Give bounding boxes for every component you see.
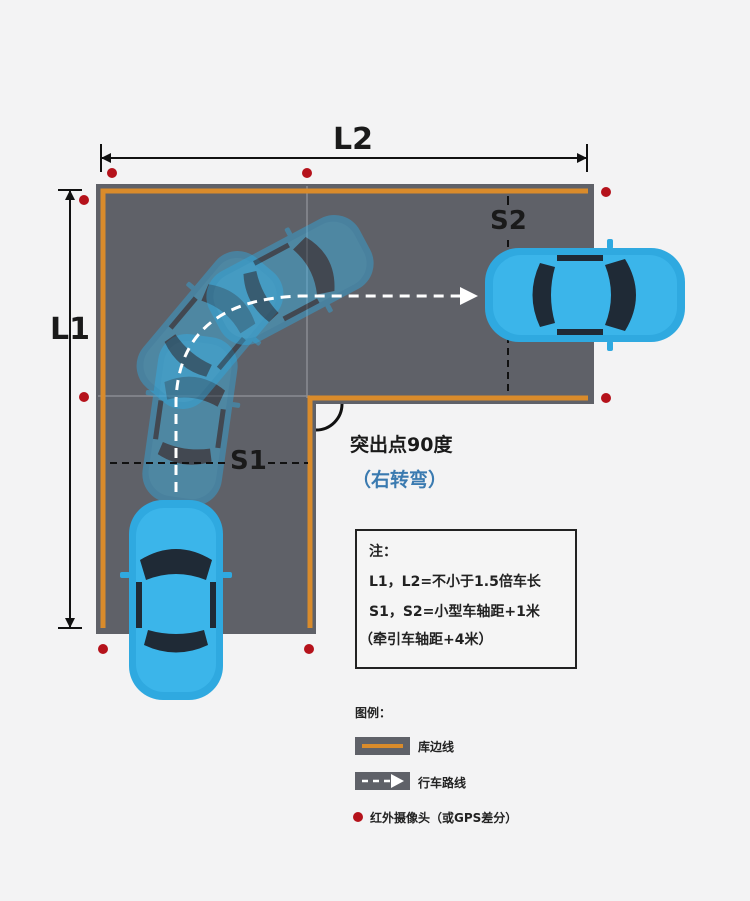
note-line: L1，L2=不小于1.5倍车长	[369, 574, 541, 590]
legend-title: 图例：	[355, 706, 392, 720]
camera-dot	[107, 168, 117, 178]
right-angle-arc	[315, 403, 344, 432]
legend-label: 红外摄像头（或GPS差分）	[370, 811, 518, 825]
driving-route	[174, 294, 460, 492]
car-start	[120, 500, 232, 700]
car-end	[485, 239, 685, 351]
corner-sublabel: （右转弯）	[352, 469, 448, 491]
red-dot-icon	[353, 812, 363, 822]
camera-dot	[304, 644, 314, 654]
route-arrow-icon	[460, 287, 478, 305]
s1-label: S1	[230, 446, 267, 476]
l1-label: L1	[50, 312, 90, 347]
course-border-line	[100, 188, 588, 628]
camera-dots	[79, 168, 611, 654]
note-title: 注：	[369, 544, 397, 560]
camera-dot	[601, 187, 611, 197]
l2-label: L2	[333, 122, 373, 157]
camera-dot	[98, 644, 108, 654]
dashed-arrow-swatch	[355, 772, 410, 790]
note-line: （牵引车轴距+4米）	[359, 632, 493, 648]
l1-dimension	[58, 189, 82, 629]
s2-label: S2	[490, 206, 527, 236]
legend-label: 行车路线	[418, 776, 467, 790]
legend-label: 库边线	[418, 740, 455, 754]
camera-dot	[302, 168, 312, 178]
camera-dot	[79, 195, 89, 205]
corner-label: 突出点90度	[350, 434, 453, 456]
camera-dot	[79, 392, 89, 402]
note-line: S1，S2=小型车轴距+1米	[369, 604, 540, 620]
note-box: 注： L1，L2=不小于1.5倍车长 S1，S2=小型车轴距+1米 （牵引车轴距…	[355, 529, 577, 669]
camera-dot	[601, 393, 611, 403]
